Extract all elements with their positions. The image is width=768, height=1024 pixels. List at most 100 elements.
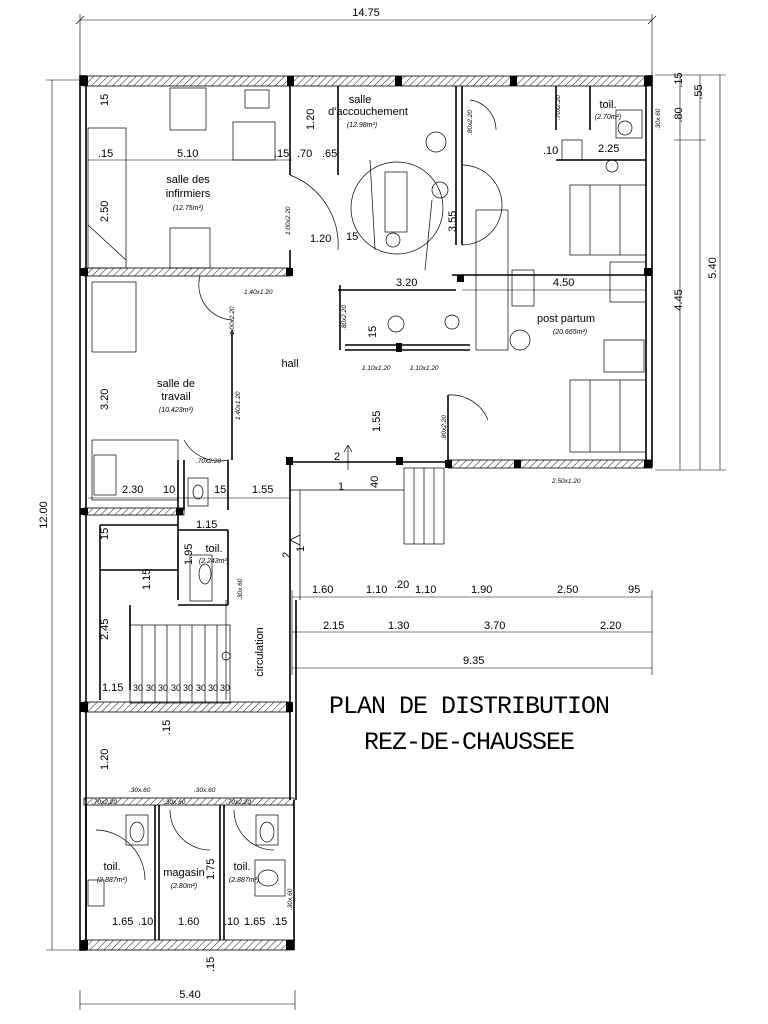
- opening-label: 1.00x2.20: [229, 306, 236, 335]
- room-labels: salle des infirmiers (12.75m²) salle d'a…: [97, 94, 621, 890]
- columns: [80, 76, 652, 950]
- dim-right-total: 5.40: [707, 257, 719, 278]
- dim-step: 30: [220, 683, 230, 693]
- step-number: 1: [338, 481, 344, 493]
- room-infirmiers-line1: salle des: [166, 174, 210, 186]
- room-magasin: magasin: [163, 867, 205, 879]
- dim-15e: 15: [99, 528, 111, 540]
- dim-bot-175: 1.75: [205, 859, 217, 880]
- dim-row1: 1.10: [366, 584, 387, 596]
- dimension-labels: .15 5.10 .15 .70 .65 1.20 15 3.20 4.50 .…: [98, 94, 640, 972]
- dim-115-stair: 1.15: [102, 682, 123, 694]
- dim-row1: 1.60: [312, 584, 333, 596]
- dim-right-80: .80: [673, 107, 685, 122]
- bottom-width-dimension: 5.40: [79, 989, 296, 1010]
- dimension-rows: [88, 159, 653, 675]
- dim-10: .10: [543, 145, 558, 157]
- opening-label: .80x2.20: [467, 110, 474, 135]
- dim-bot-165b: 1.65: [244, 916, 265, 928]
- dim-15a: .15: [98, 148, 113, 160]
- dim-450: 4.50: [553, 277, 574, 289]
- dim-row3: 9.35: [463, 655, 484, 667]
- dim-overall-width: 14.75: [352, 7, 380, 19]
- opening-label: .80x2.20: [341, 305, 348, 330]
- opening-label: .30x.60: [194, 787, 216, 794]
- room-accouchement-line2: d'accouchement: [328, 106, 408, 118]
- dim-120: 1.20: [310, 233, 331, 245]
- dim-row2: 3.70: [484, 620, 505, 632]
- dim-step: 30: [196, 683, 206, 693]
- dim-155: 1.55: [252, 484, 273, 496]
- dim-120top: 1.20: [305, 109, 317, 130]
- opening-label: 2.50x1.20: [551, 478, 581, 485]
- dim-40: 40: [369, 476, 381, 488]
- dim-step: 30: [208, 683, 218, 693]
- room-toil-top: toil.: [599, 99, 616, 111]
- dim-10b: 10: [163, 484, 175, 496]
- furniture: [87, 87, 647, 907]
- room-toil-br-area: (2.887m²): [229, 877, 259, 884]
- title-line1: PLAN DE DISTRIBUTION: [329, 692, 609, 721]
- dim-115: 1.15: [196, 519, 217, 531]
- room-toil-bl-area: (2.887m²): [97, 877, 127, 884]
- dim-step: 30: [133, 683, 143, 693]
- opening-label: 1.00x2.20: [285, 206, 292, 235]
- dim-right-445: 4.45: [673, 289, 685, 310]
- dim-bot-165a: 1.65: [112, 916, 133, 928]
- dim-70: .70: [297, 148, 312, 160]
- dim-225: 2.25: [598, 143, 619, 155]
- plan-title: PLAN DE DISTRIBUTION REZ-DE-CHAUSSEE: [329, 692, 610, 757]
- dim-bot-10a: .10: [138, 916, 153, 928]
- dim-230: 2.30: [122, 484, 143, 496]
- room-post-partum: post partum: [537, 313, 595, 325]
- opening-label: .70x2.20: [555, 95, 562, 120]
- overall-height-dimension: 12.00: [38, 79, 84, 951]
- room-travail-line1: salle de: [157, 378, 195, 390]
- dim-115s: 1.15: [141, 569, 153, 590]
- dim-row2: 2.20: [600, 620, 621, 632]
- dim-15d: 15: [214, 484, 226, 496]
- opening-labels: 1.40x1.20 1.10x1.20 1.10x1.20 2.50x1.20 …: [92, 95, 662, 910]
- dim-row1: 1.10: [415, 584, 436, 596]
- title-line2: REZ-DE-CHAUSSEE: [364, 728, 574, 757]
- opening-label: 1.40x1.20: [244, 289, 273, 296]
- room-travail-area: (10.423m²): [159, 407, 193, 414]
- dim-320v: 3.20: [99, 389, 111, 410]
- dim-15c: 15: [346, 231, 358, 243]
- opening-label: .70x2.20: [196, 458, 221, 465]
- opening-label: 1.40x1.20: [235, 391, 242, 420]
- dim-step: 30: [183, 683, 193, 693]
- dim-bot-10b: .10: [224, 916, 239, 928]
- walls: [79, 75, 653, 951]
- room-infirmiers-area: (12.75m²): [173, 205, 203, 212]
- room-travail-line2: travail: [161, 391, 190, 403]
- opening-label: .70x2.20: [92, 799, 117, 806]
- dim-510: 5.10: [177, 148, 198, 160]
- room-toil-top-area: (2.70m²): [595, 114, 621, 121]
- opening-label: .80x2.20: [441, 415, 448, 440]
- dim-step: 30: [146, 683, 156, 693]
- room-toil-br: toil.: [233, 861, 250, 873]
- dim-65: .65: [322, 148, 337, 160]
- dim-15s: .15: [161, 720, 173, 735]
- dim-155v: 1.55: [371, 411, 383, 432]
- dim-195: 1.95: [183, 544, 195, 565]
- dim-row2: 1.30: [388, 620, 409, 632]
- step-number: 2: [281, 552, 293, 558]
- dim-bot-15v: .15: [205, 957, 217, 972]
- dim-right-15: .15: [673, 72, 685, 87]
- room-magasin-area: (2.80m²): [171, 883, 197, 890]
- dim-355: 3.55: [447, 211, 459, 232]
- dim-245: 2.45: [99, 619, 111, 640]
- dim-row1: 2.50: [557, 584, 578, 596]
- opening-label: .30x.60: [237, 578, 244, 600]
- right-dimensions: 5.40 4.45 .80 .15 .55: [655, 72, 726, 471]
- dim-row1: .20: [394, 579, 409, 591]
- room-toil-bl: toil.: [103, 861, 120, 873]
- room-circulation: circulation: [254, 627, 266, 677]
- room-infirmiers-line2: infirmiers: [166, 188, 211, 200]
- opening-label: .30x.60: [655, 108, 662, 130]
- dim-bot-15: .15: [272, 916, 287, 928]
- opening-label: .30x.60: [164, 799, 186, 806]
